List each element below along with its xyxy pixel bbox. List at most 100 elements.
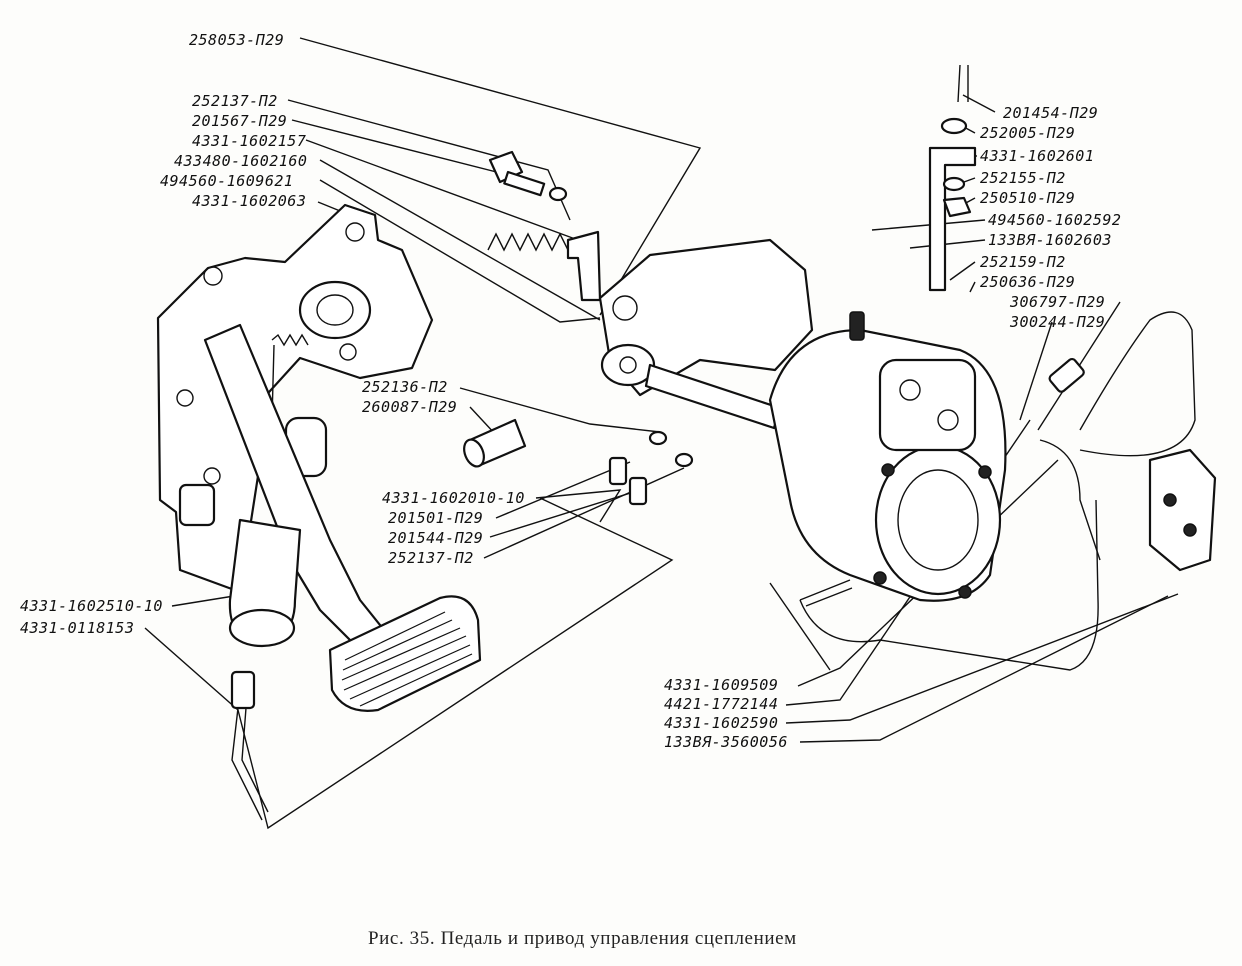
l-bracket [928, 146, 977, 292]
leader-line [969, 281, 976, 293]
leader-line [949, 261, 976, 281]
block-port [1163, 493, 1177, 507]
bracket-hole [176, 389, 194, 407]
part-label: 494560-1609621 [160, 172, 293, 190]
part-label: 433480-1602160 [174, 152, 307, 170]
leader-line [785, 593, 1179, 724]
lock-washer [942, 176, 966, 192]
booster-pushrod [644, 363, 782, 430]
pin-washer [940, 117, 968, 135]
leader-line [963, 177, 976, 183]
small-bolt [628, 476, 648, 506]
cover-bolt [873, 571, 887, 585]
air-hose [1079, 311, 1196, 457]
leader-line [287, 99, 571, 221]
cover-bolt [958, 585, 972, 599]
part-label: 250636-П29 [980, 273, 1075, 291]
part-label: 252005-П29 [980, 124, 1075, 142]
mount-pin [957, 64, 969, 103]
figure-caption: Рис. 35. Педаль и привод управления сцеп… [368, 928, 797, 949]
small-bolt [608, 456, 628, 486]
part-label: 201501-П29 [388, 509, 483, 527]
bracket-hole [339, 343, 357, 361]
fluid-pipe [231, 707, 269, 821]
leader-line [319, 179, 601, 323]
bracket-eye [612, 295, 638, 321]
part-label: 252136-П2 [362, 378, 448, 396]
part-label: 133ВЯ-3560056 [664, 733, 788, 751]
bleeder-fitting [230, 670, 256, 710]
bracket-hole [203, 266, 223, 286]
bolt-shank [503, 170, 546, 197]
pedal-pivot-tube [178, 483, 216, 527]
clutch-booster [463, 64, 1217, 671]
hex-nut [942, 196, 972, 218]
hose-fitting [1048, 357, 1085, 393]
valve-port [937, 409, 959, 431]
part-label: 4331-0118153 [20, 619, 134, 637]
part-label: 252159-П2 [980, 253, 1066, 271]
leader-line [1019, 321, 1053, 421]
part-label: 4421-1772144 [664, 695, 778, 713]
pin-cap [463, 438, 485, 468]
part-label: 4331-1602010-10 [382, 489, 525, 507]
leader-line [799, 595, 1169, 743]
part-label: 4331-1602063 [192, 192, 306, 210]
leader-line [144, 497, 674, 830]
cover-bolt [978, 465, 992, 479]
distribution-block [1148, 448, 1217, 572]
fluid-line [799, 499, 1099, 671]
tension-spring [487, 232, 569, 252]
master-cylinder-bore [316, 294, 354, 326]
leader-line [483, 467, 685, 559]
master-cylinder-flange [298, 280, 372, 340]
booster-cover-ring [897, 469, 979, 571]
part-label: 258053-П29 [189, 31, 284, 49]
bleed-nipple [849, 311, 865, 341]
fluid-line [1039, 439, 1101, 561]
part-label: 4331-1602157 [192, 132, 306, 150]
part-label: 300244-П29 [1009, 313, 1105, 331]
leader-line [459, 387, 661, 433]
spring-washer [548, 186, 568, 202]
pedal-pad-ribs [341, 611, 473, 707]
part-label: 260087-П29 [362, 398, 457, 416]
leader-line [495, 461, 631, 519]
part-label: 201544-П29 [388, 529, 483, 547]
leader-line [489, 489, 641, 538]
part-label: 252137-П2 [388, 549, 474, 567]
bracket-hole [203, 467, 221, 485]
part-label: 4331-1602590 [664, 714, 778, 732]
leader-line [535, 489, 622, 523]
part-label: 250510-П29 [980, 189, 1075, 207]
clevis-hole [619, 356, 637, 374]
spring-washer [674, 452, 694, 468]
leader-line [769, 582, 831, 671]
part-label: 252155-П2 [980, 169, 1066, 187]
spring-washer [648, 430, 668, 446]
leader-lines [144, 37, 1179, 830]
spring-bracket [566, 230, 602, 302]
part-label: 252137-П2 [192, 92, 278, 110]
leader-line [299, 37, 702, 316]
leader-line [319, 159, 601, 321]
clevis-fork [600, 343, 656, 387]
leader-line [305, 139, 579, 241]
cover-bolt [881, 463, 895, 477]
part-label: 4331-1602510-10 [20, 597, 163, 615]
part-label: 494560-1602592 [988, 211, 1121, 229]
part-label: 4331-1602601 [980, 147, 1094, 165]
pedal-shaft-nut [228, 608, 296, 648]
valve-port [899, 379, 921, 401]
part-label: 306797-П29 [1009, 293, 1105, 311]
block-port [1183, 523, 1197, 537]
bracket-hole [345, 222, 365, 242]
leader-line [291, 119, 521, 179]
valve-head [878, 358, 977, 452]
leader-line [171, 595, 235, 607]
spring-and-bracket [487, 150, 602, 302]
pedal-assembly [156, 203, 482, 821]
leader-line [871, 219, 986, 231]
